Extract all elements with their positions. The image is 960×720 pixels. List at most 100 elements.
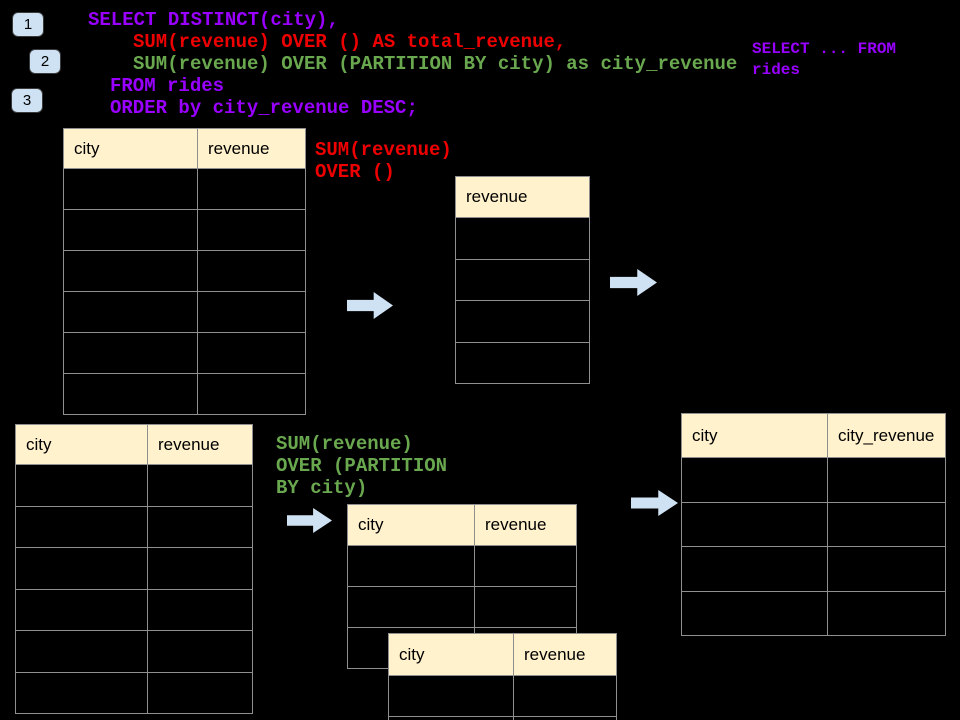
empty-cell [455, 341, 590, 384]
table-row [455, 341, 590, 384]
table-row [63, 168, 306, 210]
table-row [681, 457, 946, 503]
empty-cell [63, 250, 198, 292]
empty-cell [15, 547, 148, 590]
table-row [15, 505, 253, 548]
table-row [455, 258, 590, 301]
table-row [15, 588, 253, 631]
empty-cell [63, 168, 198, 210]
table-row [455, 217, 590, 260]
empty-cell [455, 300, 590, 343]
text-line: FROM rides [110, 75, 225, 97]
table-row [388, 675, 617, 717]
empty-cell [455, 217, 590, 260]
text-line: OVER (PARTITION [276, 455, 448, 477]
empty-cell [388, 675, 514, 717]
column-header: revenue [455, 176, 590, 218]
empty-cell [147, 671, 253, 714]
table-row [681, 501, 946, 547]
empty-cell [513, 716, 617, 720]
table-row [347, 586, 577, 628]
column-header: revenue [513, 633, 617, 676]
column-header: revenue [147, 424, 253, 465]
column-header: city [681, 413, 828, 458]
empty-cell [681, 501, 828, 547]
empty-cell [15, 505, 148, 548]
empty-cell [197, 291, 306, 333]
text-line: SUM(revenue) OVER () AS total_revenue, [133, 31, 567, 53]
table-row [63, 373, 306, 415]
table-row [681, 546, 946, 592]
empty-cell [347, 586, 475, 628]
empty-cell [827, 590, 946, 636]
text-line: BY city) [276, 477, 368, 499]
right-arrow-icon [631, 490, 678, 516]
empty-cell [474, 545, 577, 587]
step-badge-1: 1 [12, 12, 44, 37]
text-line: SELECT DISTINCT(city), [88, 9, 339, 31]
empty-cell [388, 716, 514, 720]
column-header: city [347, 504, 475, 546]
text-line: SUM(revenue) [276, 433, 413, 455]
step-badge-2: 2 [29, 49, 61, 74]
table-row [347, 545, 577, 587]
table-row [63, 250, 306, 292]
empty-cell [147, 547, 253, 590]
table-row [455, 300, 590, 343]
total-revenue-annotation: SUM(revenue)OVER () [315, 139, 452, 183]
empty-cell [197, 332, 306, 374]
empty-cell [197, 250, 306, 292]
empty-cell [513, 675, 617, 717]
empty-cell [827, 457, 946, 503]
table-row [15, 630, 253, 673]
sql-query-code: SELECT DISTINCT(city),SUM(revenue) OVER … [88, 9, 737, 119]
empty-cell [147, 588, 253, 631]
empty-cell [347, 545, 475, 587]
empty-cell [197, 373, 306, 415]
text-line: ORDER by city_revenue DESC; [110, 97, 418, 119]
empty-cell [827, 501, 946, 547]
table-row [15, 671, 253, 714]
column-header: city [63, 128, 198, 169]
empty-cell [827, 546, 946, 592]
table-row [63, 291, 306, 333]
right-arrow-icon [347, 292, 393, 319]
table-row [15, 464, 253, 507]
empty-cell [147, 630, 253, 673]
total-revenue-table: revenue [455, 176, 590, 384]
empty-cell [197, 209, 306, 251]
empty-cell [63, 291, 198, 333]
text-line: OVER () [315, 161, 395, 183]
text-line: rides [752, 61, 801, 79]
empty-cell [147, 505, 253, 548]
column-header: city [388, 633, 514, 676]
table-row [63, 332, 306, 374]
empty-cell [197, 168, 306, 210]
table-row [681, 590, 946, 636]
right-arrow-icon [287, 508, 332, 533]
empty-cell [15, 630, 148, 673]
table-row [15, 547, 253, 590]
empty-cell [147, 464, 253, 507]
text-line: SUM(revenue) [315, 139, 452, 161]
empty-cell [15, 464, 148, 507]
empty-cell [474, 586, 577, 628]
step-badge-3: 3 [11, 88, 43, 113]
empty-cell [15, 588, 148, 631]
empty-cell [681, 590, 828, 636]
right-arrow-icon [610, 269, 657, 296]
column-header: revenue [197, 128, 306, 169]
empty-cell [63, 332, 198, 374]
empty-cell [681, 546, 828, 592]
empty-cell [681, 457, 828, 503]
column-header: city_revenue [827, 413, 946, 458]
empty-cell [63, 373, 198, 415]
column-header: city [15, 424, 148, 465]
